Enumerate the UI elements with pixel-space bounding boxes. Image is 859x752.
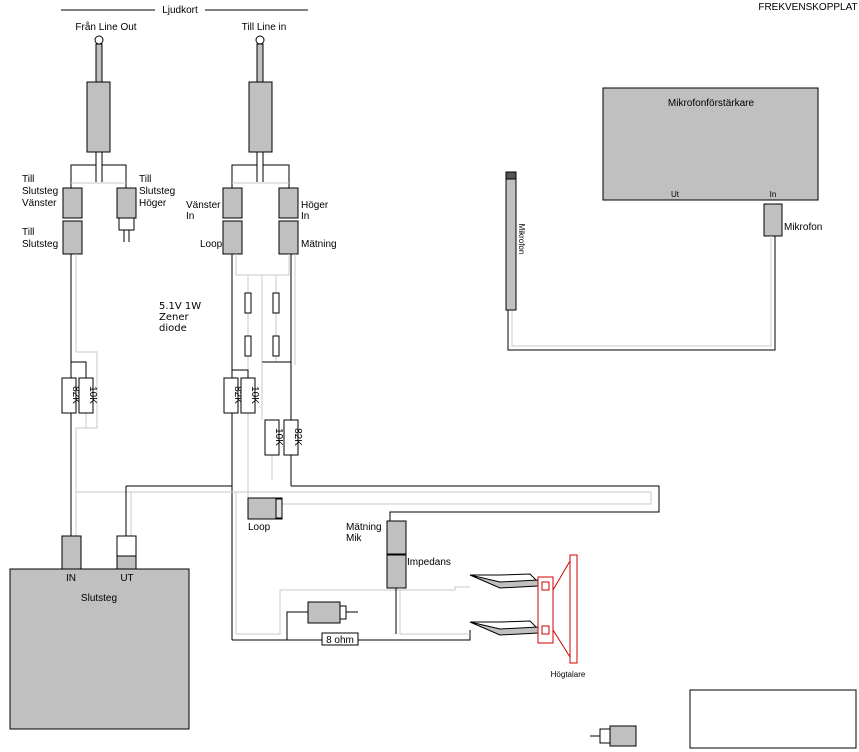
amplifier-out-plug — [116, 535, 137, 570]
resistor-10k-mid-label: 10K — [249, 386, 260, 404]
microphone-icon — [505, 171, 517, 311]
resistor-10k-right: 10K — [264, 419, 284, 456]
li-left-2: In — [186, 211, 194, 222]
measure-mic-line1: Mätning — [346, 522, 382, 533]
loop-plug-label: Loop — [248, 522, 271, 533]
lo-left-top-3: Vänster — [22, 198, 57, 209]
lo-right-top-1: Till — [139, 174, 151, 185]
lo-left-top-2: Slutsteg — [22, 186, 58, 197]
lo-right-top-2: Slutsteg — [139, 186, 175, 197]
resistor-82k-mid: 82K — [223, 377, 243, 414]
rca-plug-in-left-top — [222, 187, 243, 219]
mic-preamp-box — [602, 87, 819, 201]
resistor-8-ohm: 8 ohm — [321, 632, 359, 646]
amplifier-in-plug — [61, 535, 82, 570]
measure-mic-line2: Mik — [346, 533, 363, 544]
speaker-label: Högtalare — [551, 670, 586, 679]
li-matning: Mätning — [301, 239, 337, 250]
mic-input-plug — [763, 203, 783, 237]
resistor-82k-left: 82K — [61, 377, 81, 414]
resistor-10k-mid: 10K — [240, 377, 260, 414]
page-title: FREKVENSKOPPLAT — [758, 2, 857, 13]
resistor-82k-right: 82K — [283, 419, 303, 456]
resistor-82k-right-label: 82K — [292, 428, 303, 446]
li-left-1: Vänster — [186, 200, 221, 211]
line-out-jack-plug — [86, 35, 111, 182]
lo-left-top-1: Till — [22, 174, 34, 185]
amplifier-box — [9, 568, 190, 730]
lo-left-bottom-2: Slutsteg — [22, 239, 58, 250]
zener-diode-2 — [272, 292, 280, 357]
speaker-icon — [537, 554, 578, 664]
resistor-10k-right-label: 10K — [273, 428, 284, 446]
mic-preamp-out: Ut — [671, 190, 680, 199]
amplifier-in-label: IN — [66, 573, 76, 584]
resistor-82k-mid-label: 82K — [232, 386, 243, 404]
resistor-82k-left-label: 82K — [70, 386, 81, 404]
mic-preamp-name: Mikrofonförstärkare — [668, 98, 755, 109]
rca-plug-left-bottom — [62, 220, 83, 255]
lo-left-bottom-1: Till — [22, 227, 34, 238]
resistor-10k-left-label: 10K — [87, 386, 98, 404]
li-right-2: In — [301, 211, 309, 222]
resistor-8-ohm-label: 8 ohm — [326, 635, 354, 646]
measure-mic-plug — [386, 520, 407, 589]
zener-line-1: 5.1V 1W — [159, 301, 201, 312]
amplifier-out-label: UT — [120, 573, 133, 584]
rca-plug-left-top — [62, 187, 83, 219]
rca-plug-bottom — [307, 601, 358, 624]
rca-plug-in-right-top — [278, 187, 299, 219]
zener-diode-1 — [244, 292, 252, 357]
line-in-label: Till Line in — [242, 22, 287, 33]
resistor-10k-left: 10K — [78, 377, 98, 414]
rca-plug-in-right-bottom — [278, 220, 299, 255]
zener-line-2: Zener — [159, 312, 189, 323]
mic-plug-label: Mikrofon — [784, 222, 822, 233]
amplifier-name: Slutsteg — [81, 593, 117, 604]
alligator-clip-top — [469, 573, 539, 589]
blank-box — [689, 689, 857, 749]
alligator-clip-bottom — [469, 620, 539, 636]
lo-right-top-3: Höger — [139, 198, 167, 209]
line-in-jack-plug — [248, 35, 273, 182]
soundcard-label: Ljudkort — [162, 5, 198, 16]
li-right-1: Höger — [301, 200, 329, 211]
impedans-label: Impedans — [407, 557, 451, 568]
zener-line-3: diode — [159, 323, 187, 334]
mic-preamp-in: In — [770, 190, 777, 199]
rca-plug-right — [116, 187, 137, 242]
rca-plug-in-left-bottom — [222, 220, 243, 255]
microphone-label: Mikrofon — [517, 224, 526, 255]
loop-plug — [247, 497, 283, 520]
legend-plug-icon — [590, 725, 637, 747]
line-out-label: Från Line Out — [75, 21, 136, 33]
li-loop: Loop — [200, 239, 223, 250]
